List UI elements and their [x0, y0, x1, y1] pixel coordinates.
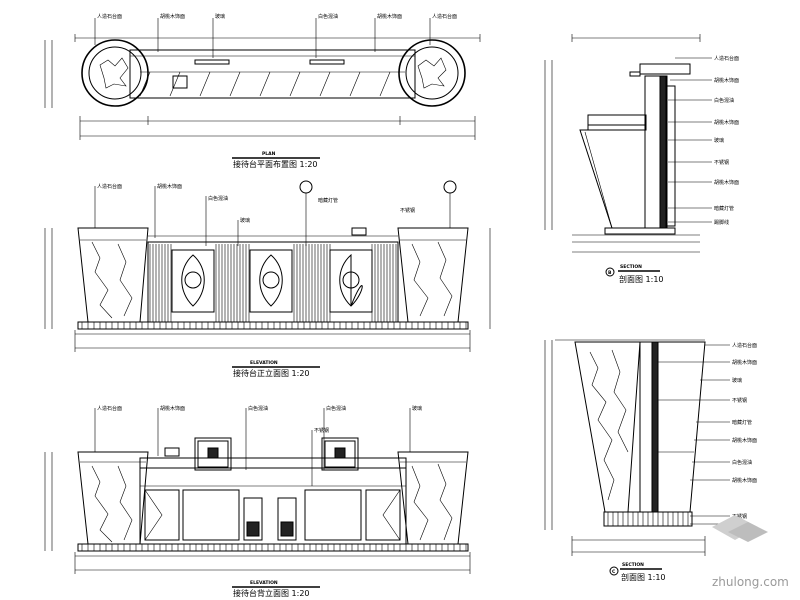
front-label-3: 白色混油: [208, 195, 228, 202]
sec-c-label-6: 胡桃木饰面: [732, 437, 757, 444]
front-label-1: 人造石台面: [97, 183, 122, 190]
sec-c-label-4: 不锈钢: [732, 397, 747, 404]
sec-b-marker: B: [608, 270, 612, 276]
front-tag: ELEVATION: [250, 360, 278, 366]
plan-label-1: 人造石台面: [97, 13, 122, 20]
sec-c-label-9: 不锈钢: [732, 513, 747, 520]
sec-c-tag: SECTION: [622, 562, 644, 568]
sec-c-marker: C: [612, 569, 616, 575]
back-base-tiles: [81, 544, 467, 551]
plan-caption: 接待台平面布置图 1:20: [233, 159, 318, 169]
sec-b-label-9: 踢脚线: [714, 219, 729, 226]
front-strips: [149, 244, 397, 322]
watermark-text: zhulong.com: [712, 575, 789, 589]
sec-b-label-4: 胡桃木饰面: [714, 119, 739, 126]
sec-b-label-5: 玻璃: [714, 137, 724, 144]
sec-c-base-tiles: [607, 512, 689, 526]
plan-left-column: [81, 39, 149, 107]
section-c-view: 人造石台面 胡桃木饰面 玻璃 不锈钢 暗藏灯管 胡桃木饰面 白色混油 胡桃木饰面…: [544, 339, 757, 582]
back-elevation: 人造石台面 胡桃木饰面 白色混油 白色混油 玻璃 不锈钢 ELEVATION 接…: [44, 405, 471, 598]
sec-b-label-3: 白色混油: [714, 97, 734, 104]
front-caption: 接待台正立面图 1:20: [233, 368, 310, 378]
plan-view: 人造石台面 胡桃木饰面 玻璃 白色混油 胡桃木饰面 人造石台面 PLAN 接待台…: [44, 13, 481, 169]
front-label-5: 暗藏灯管: [318, 197, 338, 204]
sec-c-caption: 剖面图 1:10: [621, 572, 666, 582]
sec-b-label-2: 胡桃木饰面: [714, 77, 739, 84]
front-base-tiles: [81, 322, 467, 329]
plan-hatch: [139, 71, 391, 97]
sec-c-label-2: 胡桃木饰面: [732, 359, 757, 366]
plan-label-2: 胡桃木饰面: [160, 13, 185, 20]
front-label-6: 不锈钢: [400, 207, 415, 214]
sec-b-label-6: 不锈钢: [714, 159, 729, 166]
plan-label-6: 人造石台面: [432, 13, 457, 20]
back-cabinets: [144, 489, 401, 541]
back-label-1: 人造石台面: [97, 405, 122, 412]
plan-label-4: 白色混油: [318, 13, 338, 20]
front-label-2: 胡桃木饰面: [157, 183, 182, 190]
plan-label-5: 胡桃木饰面: [377, 13, 402, 20]
sec-b-tag: SECTION: [620, 264, 642, 270]
sec-c-label-5: 暗藏灯管: [732, 419, 752, 426]
back-label-2: 胡桃木饰面: [160, 405, 185, 412]
back-tag: ELEVATION: [250, 580, 278, 586]
sec-c-label-1: 人造石台面: [732, 342, 757, 349]
watermark: zhulong.com: [712, 515, 789, 589]
back-caption: 接待台背立面图 1:20: [233, 588, 310, 598]
back-label-3: 白色混油: [248, 405, 268, 412]
sec-c-label-8: 胡桃木饰面: [732, 477, 757, 484]
sec-b-caption: 剖面图 1:10: [619, 274, 664, 284]
front-label-4: 玻璃: [240, 217, 250, 224]
front-ornate-panels: [171, 249, 373, 313]
sec-b-label-8: 暗藏灯管: [714, 205, 734, 212]
section-b-view: 人造石台面 胡桃木饰面 白色混油 胡桃木饰面 玻璃 不锈钢 胡桃木饰面 暗藏灯管…: [544, 34, 739, 284]
back-monitors: [194, 437, 359, 471]
sec-c-label-3: 玻璃: [732, 377, 742, 384]
back-label-6: 不锈钢: [314, 427, 329, 434]
sec-b-label-7: 胡桃木饰面: [714, 179, 739, 186]
back-computer-towers: [243, 497, 297, 541]
plan-label-3: 玻璃: [215, 13, 225, 20]
plan-tag: PLAN: [262, 151, 276, 157]
plan-right-column: [398, 39, 466, 107]
back-label-5: 玻璃: [412, 405, 422, 412]
sec-c-label-7: 白色混油: [732, 459, 752, 466]
sec-b-label-1: 人造石台面: [714, 55, 739, 62]
front-elevation: 人造石台面 胡桃木饰面 白色混油 玻璃 暗藏灯管 不锈钢 ELEVATION 接…: [44, 180, 491, 378]
back-label-4: 白色混油: [326, 405, 346, 412]
